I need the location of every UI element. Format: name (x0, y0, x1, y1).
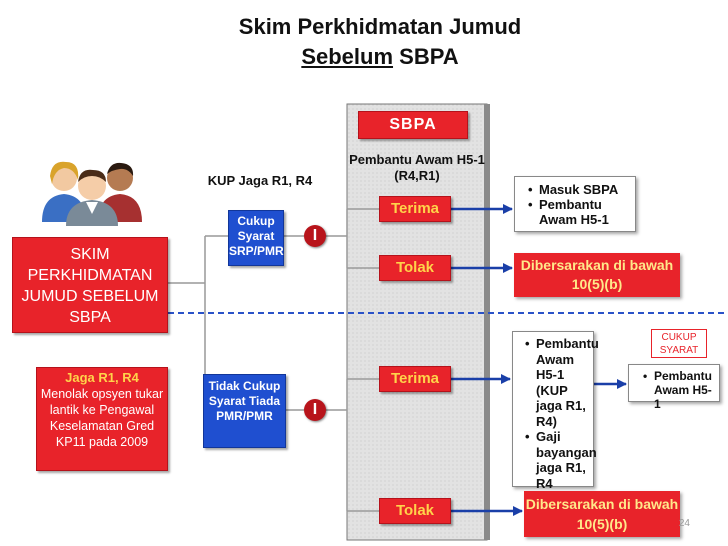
lower-result-box: Pembantu Awam H5-1 (KUP jaga R1, R4) Gaj… (512, 331, 599, 506)
marker-lower: I (304, 399, 326, 421)
jaga-box: Jaga R1, R4 Menolak opsyen tukar lantik … (36, 367, 168, 471)
people-group-icon (36, 152, 146, 226)
lower-result-item: Pembantu Awam H5-1 (KUP jaga R1, R4) (525, 336, 599, 429)
jaga-box-text: Menolak opsyen tukar lantik ke Pengawal … (40, 387, 164, 449)
upper-result-item: Masuk SBPA (528, 182, 631, 197)
upper-result-item: Pembantu Awam H5-1 (528, 197, 631, 227)
final-result-item: Pembantu Awam H5-1 (643, 369, 716, 411)
terima-upper: Terima (379, 196, 451, 222)
cukup-syarat-box: Cukup Syarat SRP/PMR (228, 210, 284, 266)
upper-result-box: Masuk SBPA Pembantu Awam H5-1 (514, 176, 636, 232)
tolak-upper: Tolak (379, 255, 451, 281)
kup-label: KUP Jaga R1, R4 (207, 173, 313, 188)
dibersarakan-upper: Dibersarakan di bawah 10(5)(b) (514, 253, 680, 297)
title-rest: SBPA (399, 44, 459, 69)
title-underlined-word: Sebelum (301, 44, 394, 69)
final-result-box: Pembantu Awam H5-1 (628, 364, 720, 411)
title-line-2: Sebelum SBPA (150, 44, 610, 70)
cukup-syarat-badge: CUKUP SYARAT (651, 329, 707, 358)
sbpa-header: SBPA (358, 111, 468, 139)
title-line-1: Skim Perkhidmatan Jumud (238, 14, 522, 39)
jaga-box-title: Jaga R1, R4 (65, 370, 139, 385)
tidak-cukup-syarat-box: Tidak Cukup Syarat Tiada PMR/PMR (203, 374, 286, 448)
skim-perkhidmatan-box: SKIM PERKHIDMATAN JUMUD SEBELUM SBPA (12, 237, 168, 333)
page-number: 24 (678, 518, 690, 529)
marker-upper: I (304, 225, 326, 247)
sbpa-subheader: Pembantu Awam H5-1 (R4,R1) (349, 152, 485, 183)
terima-lower: Terima (379, 366, 451, 392)
tolak-lower: Tolak (379, 498, 451, 524)
dibersarakan-lower: Dibersarakan di bawah 10(5)(b) (524, 491, 680, 537)
